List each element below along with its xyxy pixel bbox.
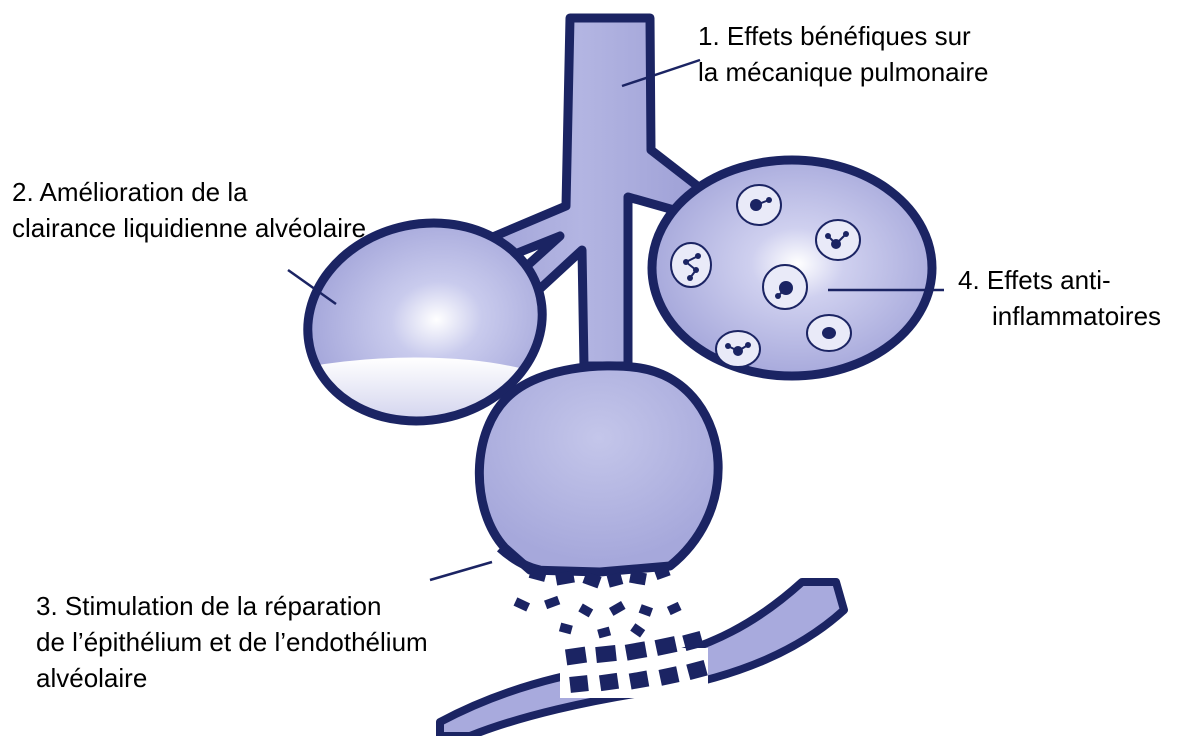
inflammatory-cell <box>807 315 851 351</box>
middle-alveolus <box>479 366 718 572</box>
inflammatory-cell <box>671 243 711 287</box>
inflammatory-cell <box>816 220 860 260</box>
effect-4-line-2: inflammatoires <box>958 298 1161 334</box>
inflammatory-cell <box>716 331 760 367</box>
effect-2-label: 2. Amélioration de la clairance liquidie… <box>12 174 366 246</box>
effect-3-line-1: 3. Stimulation de la réparation <box>36 588 428 624</box>
effect-1-label: 1. Effets bénéfiques sur la mécanique pu… <box>698 18 989 90</box>
leader-line-3 <box>430 562 492 580</box>
right-alveolus <box>652 160 932 376</box>
effect-2-line-1: 2. Amélioration de la <box>12 174 366 210</box>
effect-2-line-2: clairance liquidienne alvéolaire <box>12 210 366 246</box>
effect-3-line-2: de l’épithélium et de l’endothélium <box>36 624 428 660</box>
effect-1-line-2: la mécanique pulmonaire <box>698 54 989 90</box>
effect-3-label: 3. Stimulation de la réparation de l’épi… <box>36 588 428 696</box>
effect-1-line-1: 1. Effets bénéfiques sur <box>698 18 989 54</box>
effect-3-line-3: alvéolaire <box>36 660 428 696</box>
effect-4-line-1: 4. Effets anti- <box>958 262 1161 298</box>
inflammatory-cell <box>737 185 781 225</box>
effect-4-label: 4. Effets anti- inflammatoires <box>958 262 1161 334</box>
inflammatory-cell <box>763 265 807 309</box>
